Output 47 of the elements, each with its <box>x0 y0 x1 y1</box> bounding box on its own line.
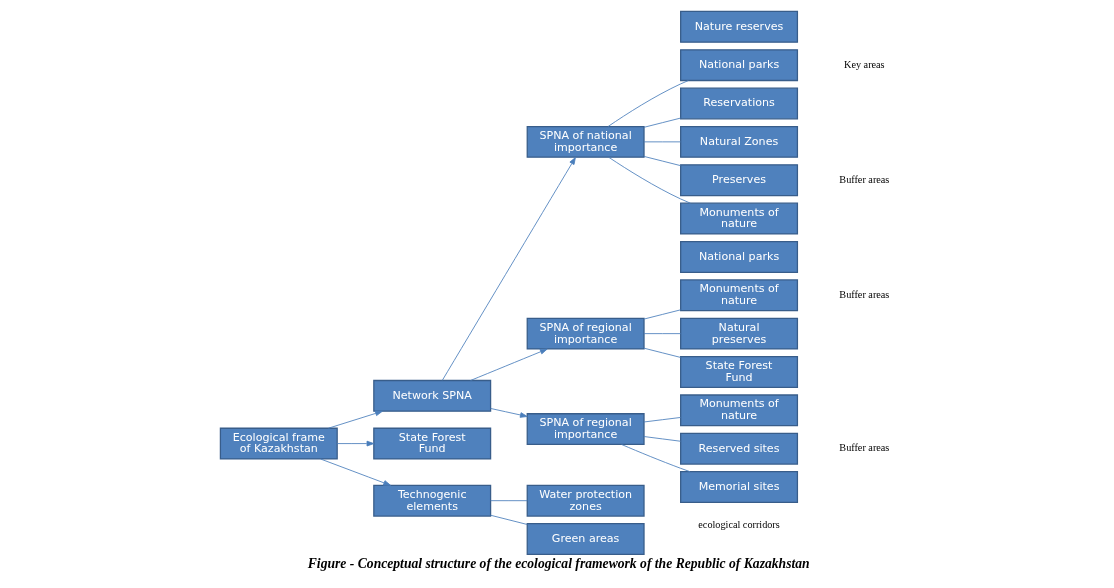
node-box: Memorial sites <box>679 471 798 504</box>
node-box: Monuments of nature <box>679 279 798 312</box>
arrow <box>489 408 528 418</box>
connector <box>643 417 681 423</box>
node-box: Monuments of nature <box>679 202 798 235</box>
node-box: Preserves <box>679 164 798 197</box>
connector <box>643 309 681 320</box>
node-box: State Forest Fund <box>679 356 798 388</box>
label: ecological corridors <box>697 519 780 531</box>
node-box: Technogenic elements <box>372 484 491 517</box>
node-box: SPNA of regional importance <box>526 317 645 350</box>
label: Buffer areas <box>838 442 889 454</box>
node-box: National parks <box>679 49 798 82</box>
node-box: SPNA of regional importance <box>526 413 645 446</box>
node-box: National parks <box>679 240 798 273</box>
connector <box>643 156 681 167</box>
connector <box>643 333 681 335</box>
node-box: SPNA of national importance <box>526 125 645 158</box>
node-box: Network SPNA <box>372 379 491 412</box>
arrow <box>319 458 391 486</box>
label: Buffer areas <box>838 288 889 300</box>
node-box: State Forest Fund <box>372 427 491 460</box>
node-box: Nature reserves <box>679 10 798 43</box>
connector <box>643 141 681 143</box>
arrow <box>327 410 383 429</box>
arrow <box>441 157 576 381</box>
connector <box>607 80 689 127</box>
connector <box>608 156 691 204</box>
connector <box>620 444 690 473</box>
node-box: Water protection zones <box>526 484 645 517</box>
connector <box>643 436 681 442</box>
node-box: Green areas <box>526 523 645 555</box>
node-box: Reserved sites <box>679 432 798 465</box>
caption: Figure - Conceptual structure of the ecological framework of the Republic of Kazakhstan <box>307 555 810 571</box>
connector <box>489 500 528 502</box>
node-box: Natural Zones <box>679 125 798 158</box>
node-box: Natural preserves <box>679 317 798 350</box>
node-box: Ecological frame of Kazakhstan <box>219 427 338 460</box>
arrow <box>336 440 374 447</box>
label: Buffer areas <box>838 173 889 185</box>
label: Key areas <box>843 58 885 70</box>
arrow <box>469 348 548 381</box>
connector <box>489 514 528 525</box>
connector <box>643 347 681 358</box>
node-box: Reservations <box>679 87 798 120</box>
node-box: Monuments of nature <box>679 394 798 427</box>
connector <box>643 117 681 128</box>
